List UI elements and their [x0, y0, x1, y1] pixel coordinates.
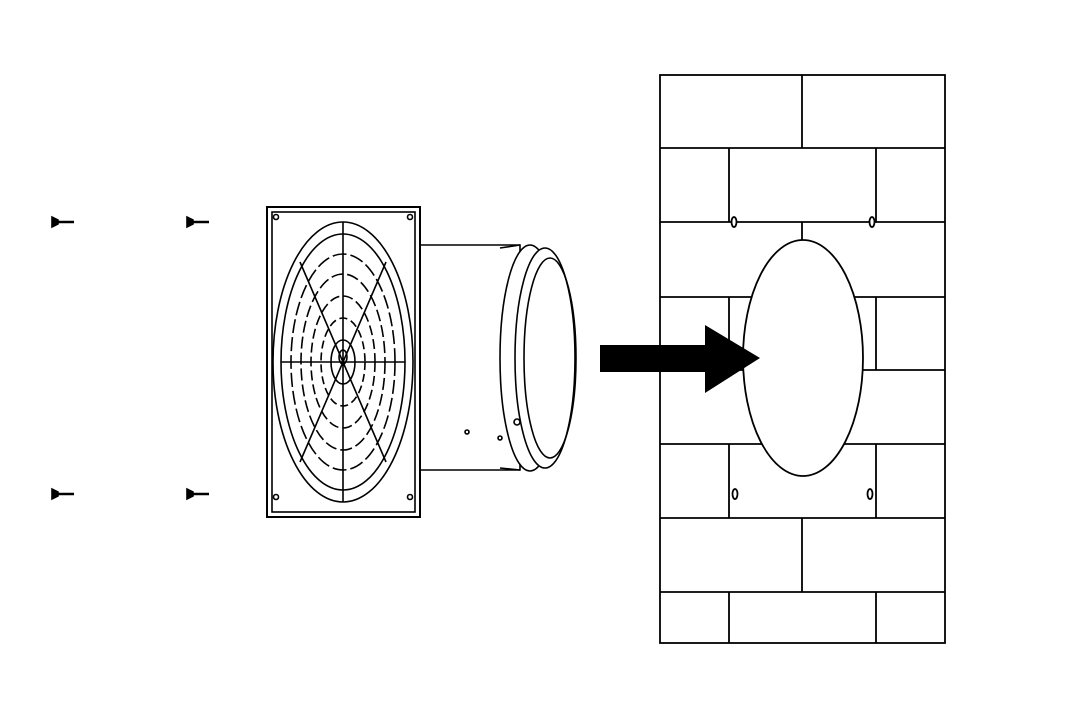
- screw-bottom-right: [186, 487, 209, 501]
- fan-grille: [272, 221, 414, 503]
- wall-fan: [266, 206, 577, 518]
- wall-opening: [742, 239, 864, 477]
- screw-top-right: [186, 215, 209, 229]
- screw-top-left: [51, 215, 74, 229]
- direction-arrow: [600, 325, 760, 393]
- screw-bottom-left: [51, 487, 74, 501]
